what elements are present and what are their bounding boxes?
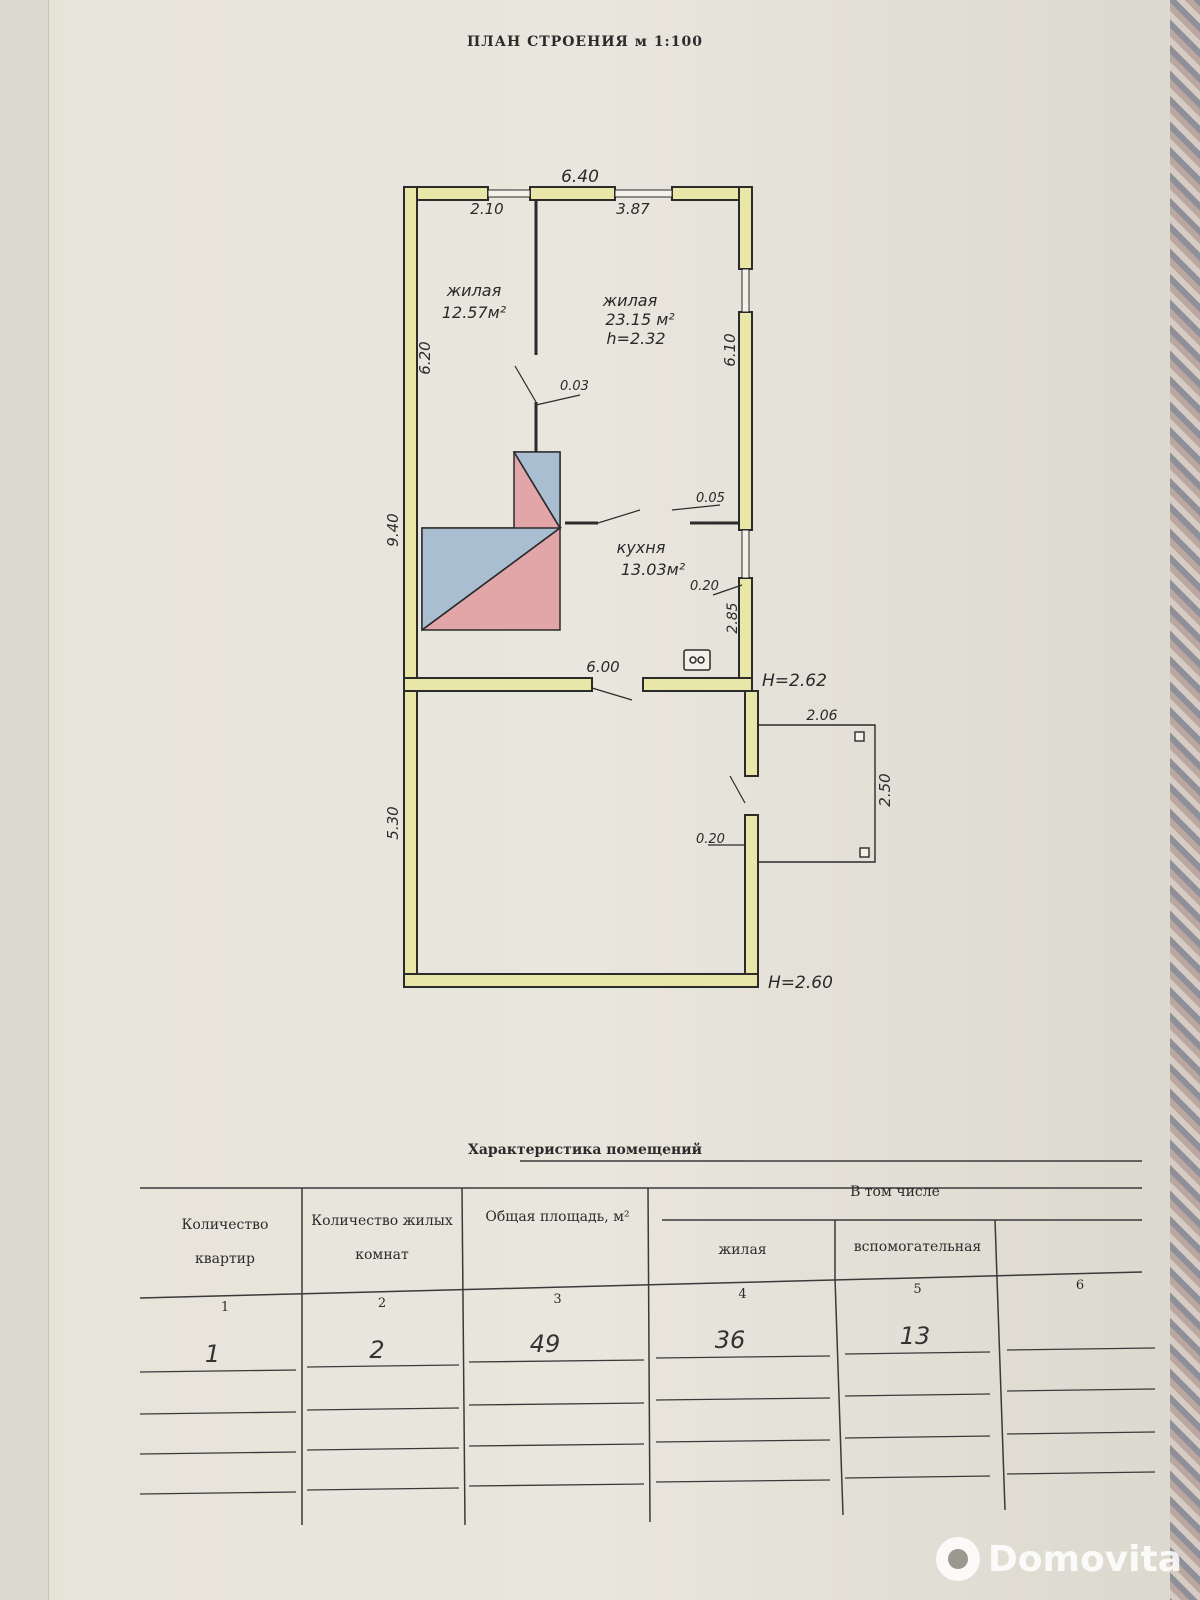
window-right-upper <box>741 268 750 313</box>
height-lower: H=2.60 <box>768 973 833 993</box>
dim-left-total: 9.40 <box>384 513 402 546</box>
cell-rooms: 2 <box>369 1336 385 1364</box>
table-grid <box>139 1160 1156 1526</box>
dim-top-left-window: 2.10 <box>470 200 503 218</box>
wall-partition-left <box>403 677 593 692</box>
wall-lower-right-top <box>744 690 759 777</box>
dim-partition: 6.00 <box>586 658 619 676</box>
room-2-area: 23.15 м² <box>605 310 675 329</box>
dim-porch-depth: 2.50 <box>876 773 894 806</box>
wall-bottom <box>403 973 759 988</box>
room-1-area: 12.57м² <box>442 303 507 322</box>
column-number-2: 2 <box>377 1296 387 1311</box>
dim-left-lower: 5.30 <box>384 806 402 839</box>
door-swing-entry <box>729 775 746 804</box>
paper-sheet <box>0 0 1170 1600</box>
column-number-5: 5 <box>913 1282 922 1297</box>
dim-porch-width: 2.06 <box>806 708 837 724</box>
dim-right-upper: 6.10 <box>721 333 739 366</box>
room-2-name: жилая <box>602 291 658 310</box>
column-number-4: 4 <box>738 1287 747 1302</box>
door-swing-partition <box>591 687 633 701</box>
dim-kitchen-door: 0.20 <box>690 579 719 594</box>
floor-plan: 6.40 2.10 3.87 6.20 6.10 9.40 0.03 0.05 … <box>384 167 894 993</box>
dim-door-wall: 0.03 <box>560 379 589 394</box>
dim-left-upper: 6.20 <box>416 341 434 374</box>
door-swing-rooms <box>514 365 537 403</box>
header-living: жилая <box>718 1242 767 1258</box>
column-number-1: 1 <box>220 1300 230 1315</box>
torn-paper-edge <box>0 0 49 1600</box>
porch <box>758 724 876 863</box>
header-apartments: Количество квартир <box>181 1217 269 1267</box>
header-total-area: Общая площадь, м² <box>485 1209 630 1225</box>
window-top-right <box>614 189 673 198</box>
dim-kitchen-right: 2.85 <box>725 602 741 633</box>
room-3-name: кухня <box>617 538 666 557</box>
watermark-text: Domovita <box>987 1538 1182 1580</box>
door-swing-kitchen <box>597 509 641 524</box>
stove <box>421 451 563 632</box>
header-including: В том числе <box>850 1184 940 1200</box>
domovita-logo-icon <box>935 1537 980 1581</box>
dim-entry-door: 0.20 <box>696 832 725 847</box>
sink-icon <box>683 649 711 671</box>
column-number-3: 3 <box>553 1292 562 1307</box>
cell-total-area: 49 <box>529 1330 561 1358</box>
height-upper: H=2.62 <box>762 671 827 691</box>
room-3-area: 13.03м² <box>621 560 686 579</box>
header-auxiliary: вспомогательная <box>853 1239 982 1255</box>
watermark: Domovita <box>935 1534 1182 1584</box>
column-number-6: 6 <box>1075 1278 1085 1293</box>
dim-kitchen-wall: 0.05 <box>696 491 725 506</box>
cell-auxiliary-area: 13 <box>899 1322 931 1350</box>
window-top-left <box>487 189 531 198</box>
page-title: ПЛАН СТРОЕНИЯ м 1:100 <box>467 34 703 50</box>
window-right-kitchen <box>741 529 750 579</box>
dim-top-total: 6.40 <box>561 167 599 187</box>
room-2-height: h=2.32 <box>606 329 665 348</box>
wall-partition-right <box>642 677 753 692</box>
cell-apartments: 1 <box>204 1340 221 1368</box>
cell-living-area: 36 <box>714 1326 746 1354</box>
table-title: Характеристика помещений <box>467 1142 703 1158</box>
room-1-name: жилая <box>446 281 502 300</box>
header-rooms: Количество жилых комнат <box>311 1213 453 1263</box>
dim-top-right-window: 3.87 <box>616 200 650 218</box>
